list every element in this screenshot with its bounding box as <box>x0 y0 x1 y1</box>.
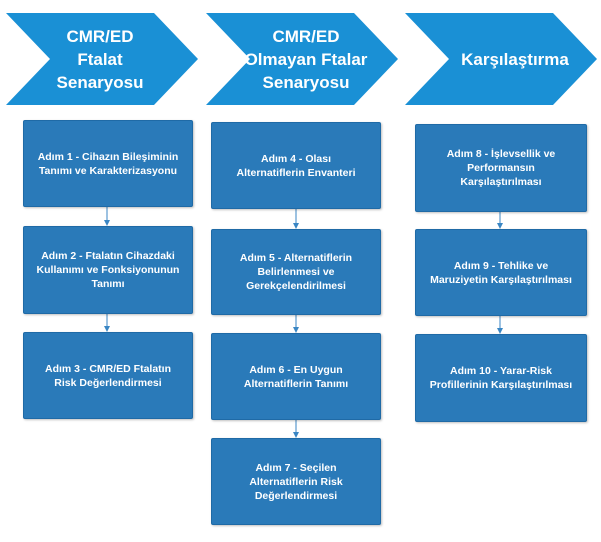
step-box-6: Adım 6 - En Uygun Alternatiflerin Tanımı <box>211 333 381 420</box>
header-3-line-1: Karşılaştırma <box>461 49 569 69</box>
step-box-1: Adım 1 - Cihazın Bileşiminin Tanımı ve K… <box>23 120 193 207</box>
step-box-2: Adım 2 - Ftalatın Cihazdaki Kullanımı ve… <box>23 226 193 314</box>
step-8-text: Adım 8 - İşlevsellik ve Performansın Kar… <box>446 148 556 188</box>
header-1-line-1: CMR/ED <box>66 26 134 46</box>
step-box-8: Adım 8 - İşlevsellik ve Performansın Kar… <box>415 124 587 212</box>
step-4-text: Adım 4 - Olası Alternatiflerin Envanteri <box>236 152 356 179</box>
header-2-line-3: Senaryosu <box>262 72 350 92</box>
step-7-text: Adım 7 - Seçilen Alternatiflerin Risk De… <box>249 461 343 502</box>
step-box-4: Adım 4 - Olası Alternatiflerin Envanteri <box>211 122 381 209</box>
step-box-9: Adım 9 - Tehlike ve Maruziyetin Karşılaş… <box>415 229 587 316</box>
chevron-header-3 <box>405 13 597 105</box>
step-box-5: Adım 5 - Alternatiflerin Belirlenmesi ve… <box>211 229 381 315</box>
step-10-text: Adım 10 - Yarar-Risk Profillerinin Karşı… <box>429 365 573 391</box>
step-1-text: Adım 1 - Cihazın Bileşiminin Tanımı ve K… <box>37 150 179 177</box>
header-2-line-1: CMR/ED <box>272 26 340 46</box>
header-1-label: CMR/ED Ftalat Senaryosu <box>50 13 150 105</box>
header-1-line-3: Senaryosu <box>56 72 144 92</box>
step-9-text: Adım 9 - Tehlike ve Maruziyetin Karşılaş… <box>430 259 572 286</box>
step-6-text: Adım 6 - En Uygun Alternatiflerin Tanımı <box>243 363 349 390</box>
step-box-3: Adım 3 - CMR/ED Ftalatın Risk Değerlendi… <box>23 332 193 419</box>
header-3-label: Karşılaştırma <box>445 13 585 105</box>
step-5-text: Adım 5 - Alternatiflerin Belirlenmesi ve… <box>239 252 353 292</box>
step-2-text: Adım 2 - Ftalatın Cihazdaki Kullanımı ve… <box>36 250 180 290</box>
step-box-7: Adım 7 - Seçilen Alternatiflerin Risk De… <box>211 438 381 525</box>
header-2-line-2: Olmayan Ftalar <box>244 49 368 69</box>
header-2-label: CMR/ED Olmayan Ftalar Senaryosu <box>236 13 376 105</box>
chevron-header-1 <box>6 13 198 105</box>
header-1-line-2: Ftalat <box>77 49 123 69</box>
step-3-text: Adım 3 - CMR/ED Ftalatın Risk Değerlendi… <box>44 362 171 389</box>
step-box-10: Adım 10 - Yarar-Risk Profillerinin Karşı… <box>415 334 587 422</box>
chevron-header-2 <box>206 13 398 105</box>
